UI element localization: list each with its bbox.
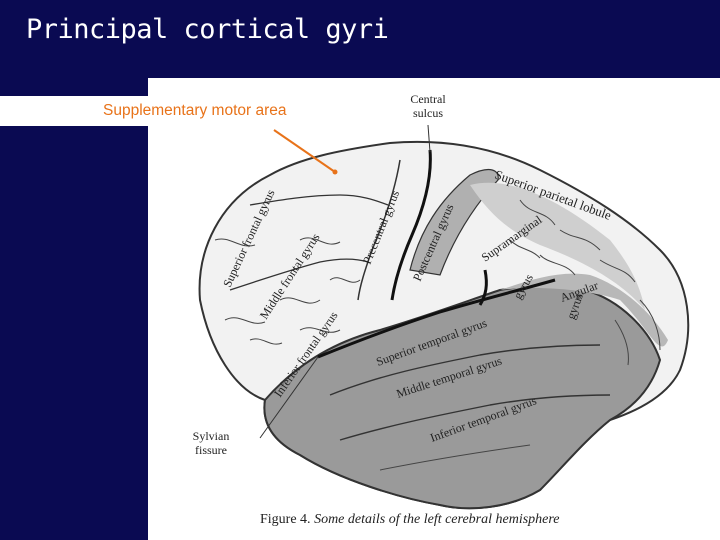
caption-figure-number: Figure 4. bbox=[260, 512, 311, 527]
parietal-shading bbox=[500, 273, 668, 347]
slide-title: Principal cortical gyri bbox=[26, 14, 389, 45]
central-sulcus-label: Central sulcus bbox=[402, 92, 454, 120]
central-sulcus bbox=[390, 149, 432, 301]
callout-background bbox=[0, 96, 148, 126]
postcentral-shading bbox=[409, 168, 499, 276]
sylvian-line1: Sylvian bbox=[192, 429, 230, 443]
sylvian-leader bbox=[259, 356, 319, 439]
central-sulcus-leader bbox=[427, 124, 431, 153]
superior-parietal-shading bbox=[470, 182, 645, 310]
caption-text: Some details of the left cerebral hemisp… bbox=[314, 512, 560, 527]
figure-caption: Figure 4. Some details of the left cereb… bbox=[260, 512, 560, 528]
central-sulcus-line1: Central bbox=[410, 92, 446, 106]
sylvian-fissure-label: Sylvian fissure bbox=[186, 429, 236, 457]
sylvian-fissure-line bbox=[317, 278, 556, 359]
callout-arrow-tip bbox=[332, 169, 338, 175]
central-sulcus-line2: sulcus bbox=[413, 106, 443, 120]
callout-supplementary-motor-area: Supplementary motor area bbox=[103, 102, 287, 119]
sylvian-line2: fissure bbox=[195, 443, 227, 457]
callout-arrow bbox=[273, 129, 336, 173]
